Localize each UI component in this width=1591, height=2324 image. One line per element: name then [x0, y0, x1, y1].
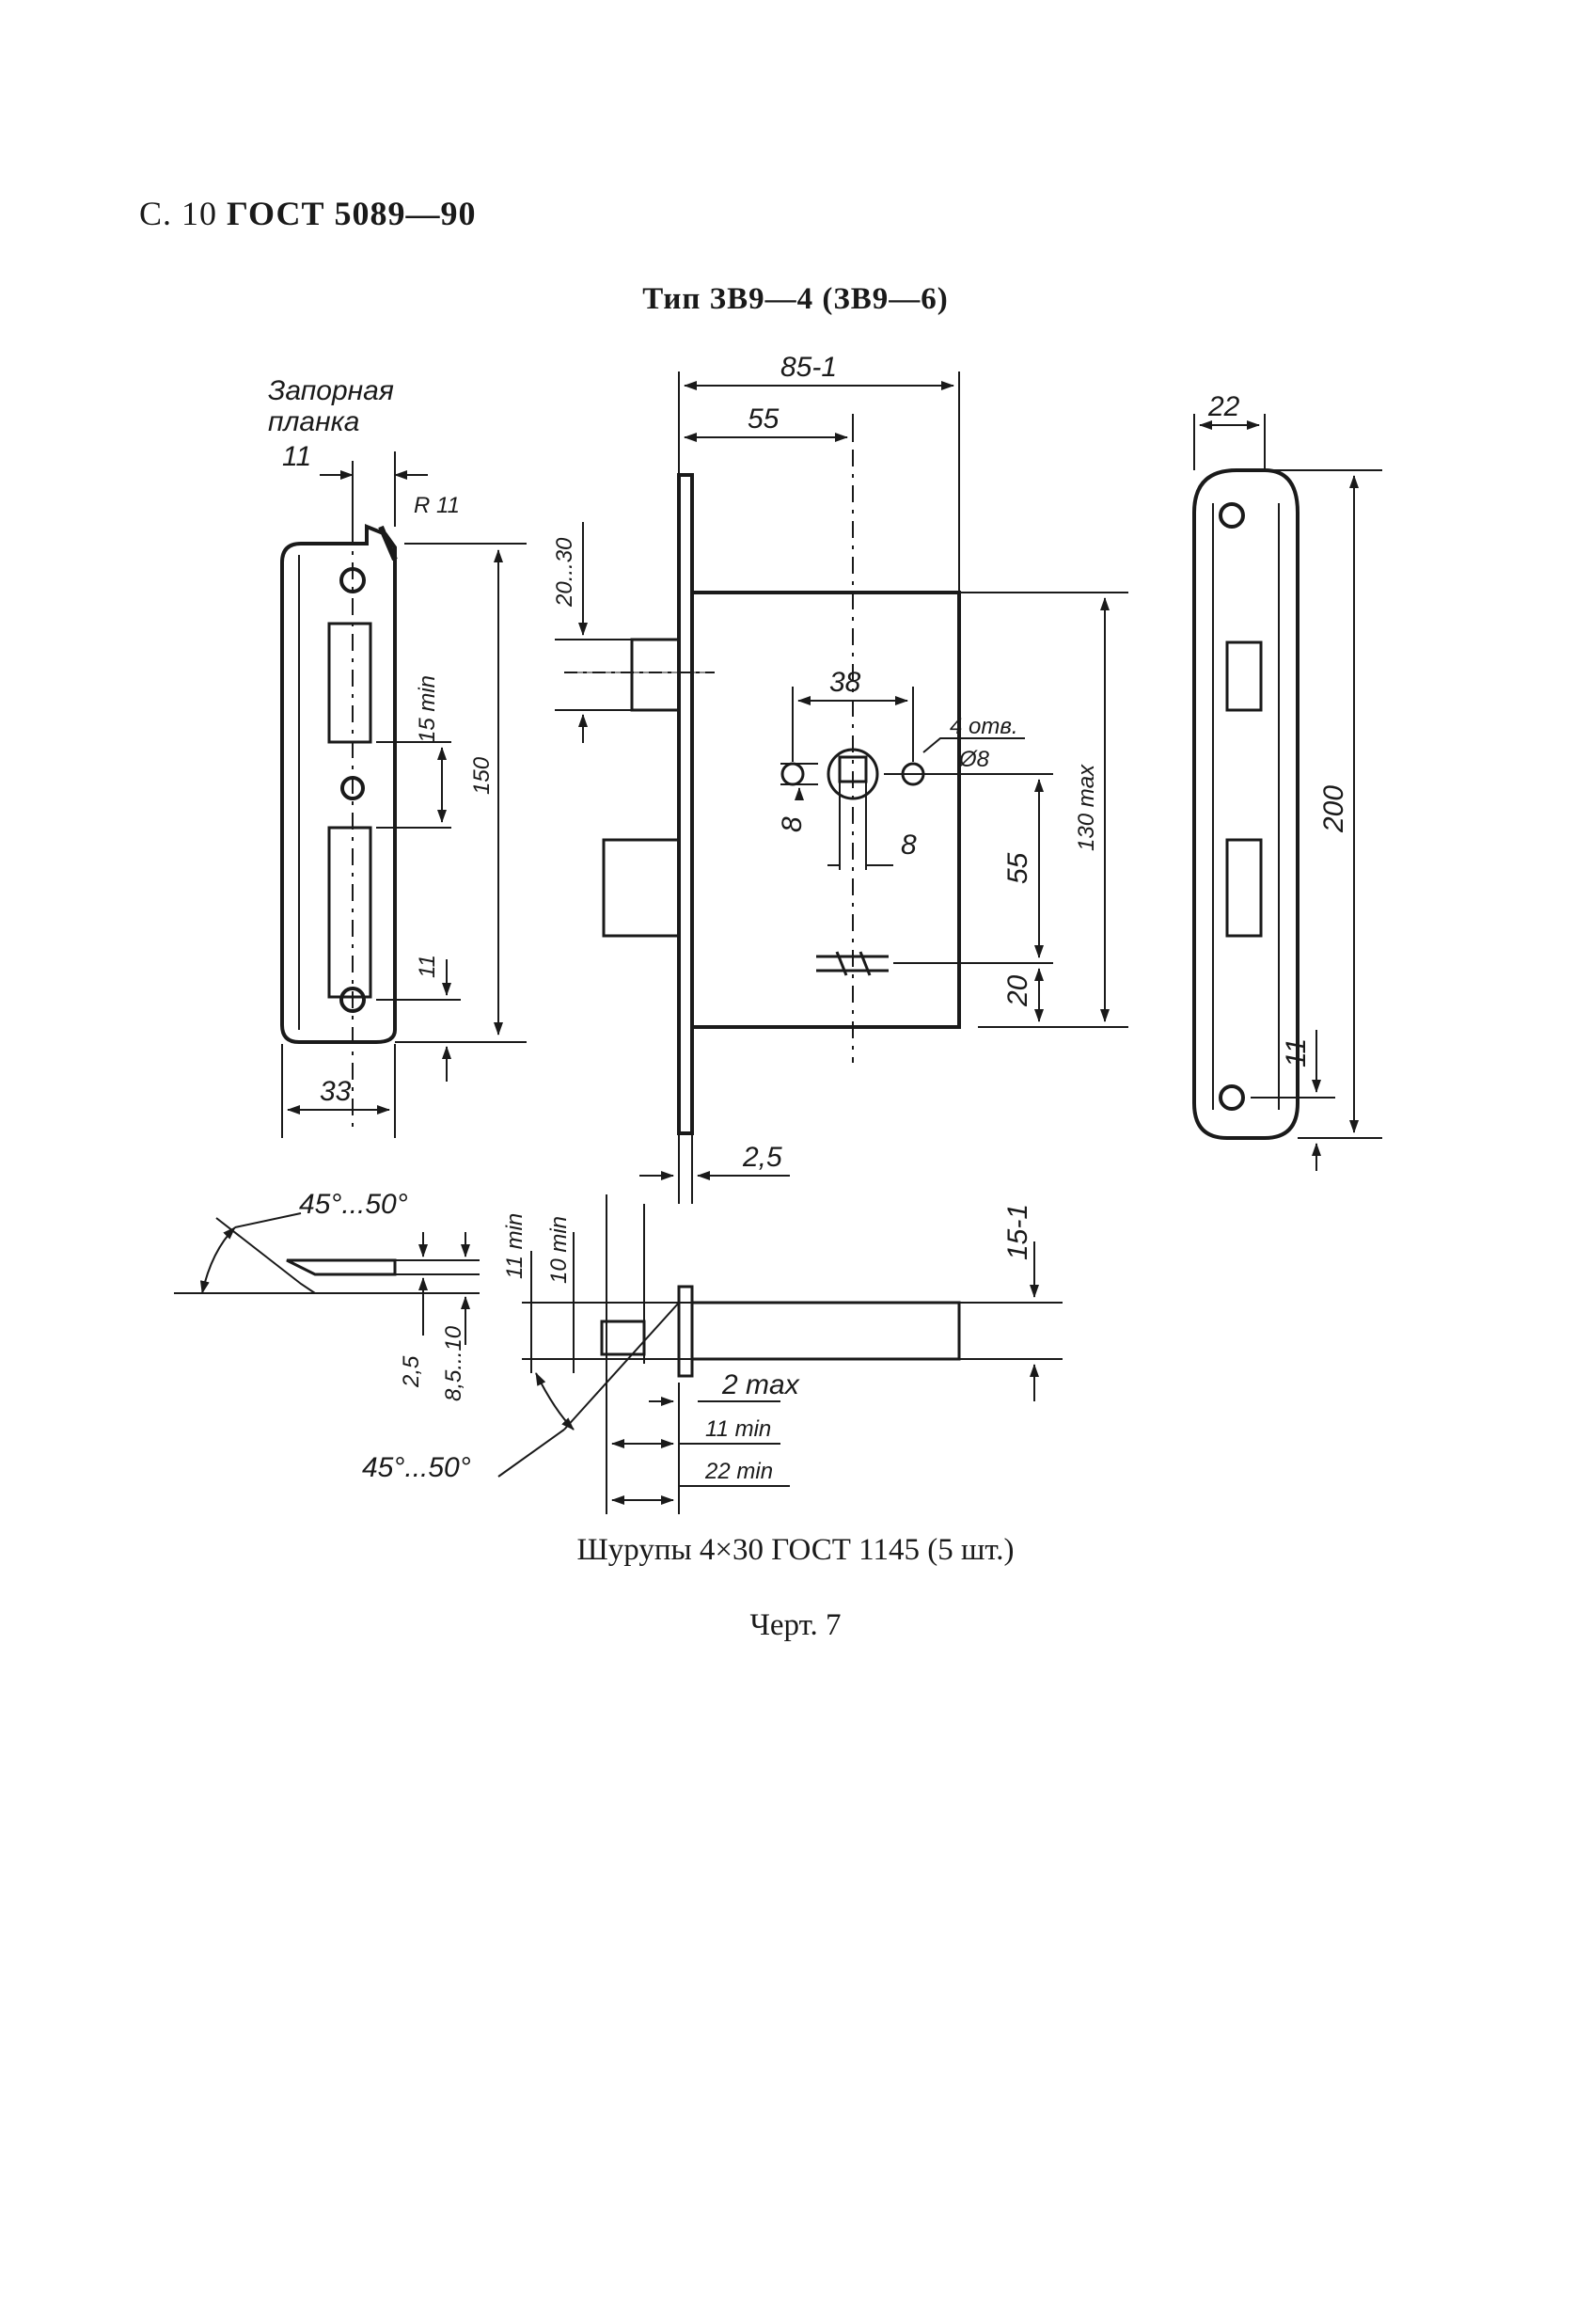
- holes-spacing: 38: [829, 667, 861, 698]
- holes-note: 4 отв.: [950, 714, 1018, 739]
- dim-2-max: 2 max: [721, 1369, 800, 1400]
- latch-section-right: 11 min 10 min 45°...50° 2 max 11 min 22 …: [362, 1194, 1063, 1514]
- angle-left: 45°...50°: [299, 1189, 408, 1220]
- strike-plate: Запорная планка 11 R 11 150 15 min 11 33: [268, 375, 527, 1138]
- strike-plate-label-1: Запорная: [268, 375, 394, 406]
- angle-bottom: 45°...50°: [362, 1452, 471, 1483]
- hole-diameter: Ø8: [958, 747, 990, 772]
- strike-slot: 15 min: [415, 675, 440, 743]
- latch-section-left: 45°...50° 2,5 8,5...10: [174, 1189, 480, 1401]
- dim-22-min: 22 min: [704, 1459, 773, 1484]
- faceplate-height: 200: [1318, 785, 1349, 833]
- center-to-keyhole: 55: [1002, 852, 1033, 884]
- strike-radius: R 11: [414, 493, 460, 518]
- lock-body: 85-1 55 20...30 38 4 отв. Ø8 8 8 55 20 1…: [552, 352, 1128, 1204]
- strike-plate-label-2: планка: [268, 406, 359, 437]
- faceplate-thickness: 2,5: [742, 1142, 782, 1173]
- faceplate-width: 22: [1207, 391, 1240, 422]
- dim-11-min-b: 11 min: [705, 1416, 771, 1442]
- hole-horizontal: 8: [901, 830, 917, 861]
- latch-dim: 20...30: [552, 537, 577, 608]
- drawing-title: Тип ЗВ9—4 (ЗВ9—6): [642, 282, 949, 316]
- dim-2-5: 2,5: [399, 1355, 424, 1388]
- screws-caption: Шурупы 4×30 ГОСТ 1145 (5 шт.): [576, 1533, 1015, 1567]
- strike-width: 33: [320, 1076, 352, 1107]
- dim-8-5-10: 8,5...10: [441, 1325, 466, 1401]
- page-header: С. 10 ГОСТ 5089—90: [139, 194, 476, 233]
- strike-width-top: 11: [282, 441, 311, 472]
- hole-vertical: 8: [777, 816, 808, 832]
- faceplate-view: 22 200 11: [1192, 391, 1382, 1171]
- lock-depth: 85-1: [780, 352, 837, 383]
- dim-10-min: 10 min: [546, 1216, 572, 1284]
- strike-bottom: 11: [415, 955, 440, 978]
- keyhole-to-bottom: 20: [1002, 974, 1033, 1007]
- dim-15: 15-1: [1002, 1204, 1033, 1260]
- standard-number: ГОСТ 5089—90: [227, 195, 477, 232]
- strike-height: 150: [469, 756, 495, 795]
- dim-11-min: 11 min: [502, 1213, 528, 1279]
- figure-caption: Черт. 7: [749, 1608, 842, 1642]
- faceplate-bottom: 11: [1281, 1038, 1312, 1067]
- page-number: С. 10: [139, 195, 218, 232]
- lock-backset: 55: [748, 403, 780, 435]
- lock-height: 130 max: [1074, 764, 1099, 851]
